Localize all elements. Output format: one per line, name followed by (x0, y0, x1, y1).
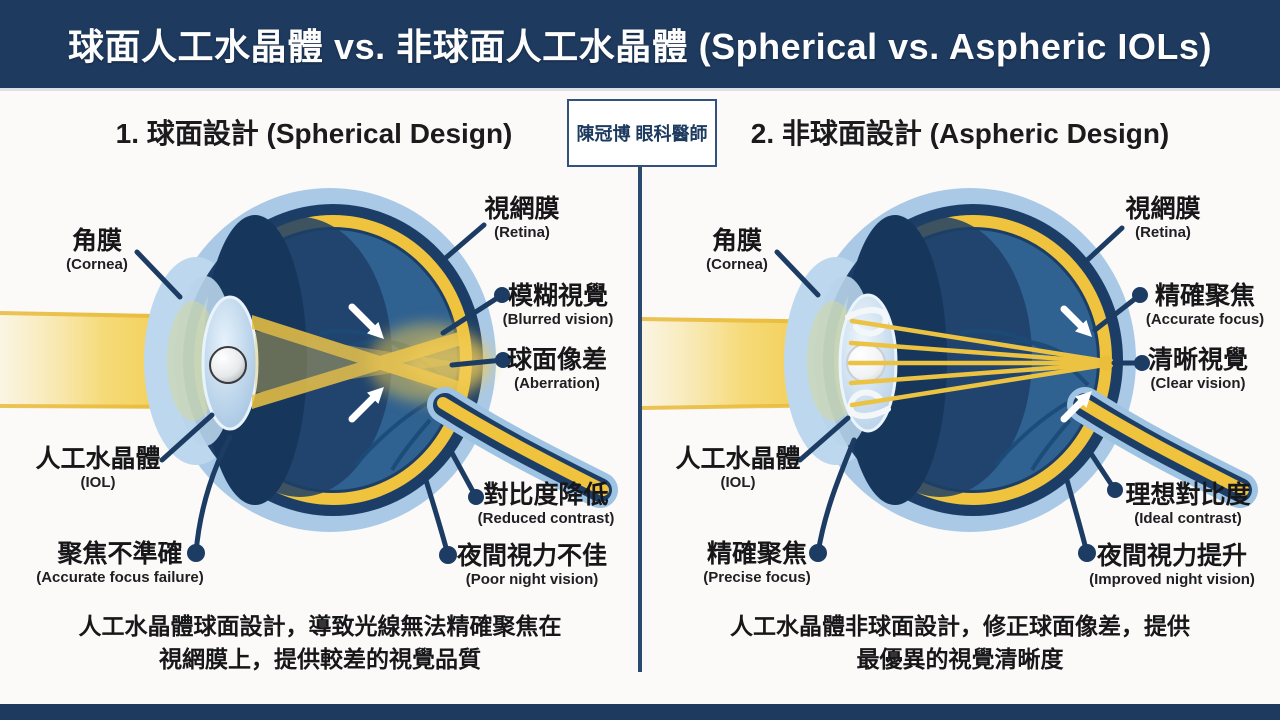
focused-rays (847, 318, 1109, 408)
label-retina: 視網膜 (Retina) (1125, 195, 1201, 241)
label-clear-vision: 清晰視覺 (Clear vision) (1147, 346, 1249, 392)
label-retina: 視網膜 (Retina) (484, 195, 560, 241)
label-poor-night-vision: 夜間視力不佳 (Poor night vision) (456, 542, 608, 588)
focus-arrow (348, 303, 384, 423)
iol-optic (209, 346, 247, 384)
leader-dots (187, 287, 511, 564)
iol-haptic (847, 389, 891, 419)
aspheric-caption: 人工水晶體非球面設計，修正球面像差，提供 最優異的視覺清晰度 (730, 613, 1190, 673)
label-iol: 人工水晶體 (IOL) (675, 445, 801, 491)
doctor-badge-text: 陳冠博 眼科醫師 (576, 124, 708, 144)
leader-lines (134, 222, 506, 558)
label-cornea: 角膜 (Cornea) (66, 227, 128, 273)
label-reduced-contrast: 對比度降低 (Reduced contrast) (477, 481, 615, 527)
label-precise-focus: 精確聚焦 (Precise focus) (703, 540, 811, 586)
aspheric-eye-diagram (640, 188, 1258, 562)
title-banner: 球面人工水晶體 vs. 非球面人工水晶體 (Spherical vs. Asph… (0, 0, 1280, 91)
aspheric-panel-heading: 2. 非球面設計 (Aspheric Design) (750, 118, 1170, 149)
spherical-caption: 人工水晶體球面設計，導致光線無法精確聚焦在 視網膜上，提供較差的視覺品質 (78, 613, 562, 673)
footer-bar (0, 704, 1280, 720)
leader-dots (809, 287, 1150, 562)
spherical-eye-diagram (0, 188, 618, 564)
label-focus-failure: 聚焦不準確 (Accurate focus failure) (36, 540, 204, 586)
label-blurred-vision: 模糊視覺 (Blurred vision) (502, 282, 614, 328)
label-aberration: 球面像差 (Aberration) (506, 346, 608, 392)
focal-point (1098, 355, 1114, 371)
label-accurate-focus: 精確聚焦 (Accurate focus) (1145, 282, 1265, 328)
label-improved-night-vision: 夜間視力提升 (Improved night vision) (1089, 542, 1255, 588)
label-iol: 人工水晶體 (IOL) (35, 445, 161, 491)
label-cornea: 角膜 (Cornea) (706, 227, 768, 273)
doctor-badge: 陳冠博 眼科醫師 (567, 99, 717, 167)
main-title: 球面人工水晶體 vs. 非球面人工水晶體 (Spherical vs. Asph… (68, 26, 1212, 67)
label-ideal-contrast: 理想對比度 (Ideal contrast) (1125, 481, 1251, 527)
spherical-panel-heading: 1. 球面設計 (Spherical Design) (115, 118, 513, 149)
focus-arrow (1060, 305, 1092, 423)
panel-divider (638, 164, 642, 672)
